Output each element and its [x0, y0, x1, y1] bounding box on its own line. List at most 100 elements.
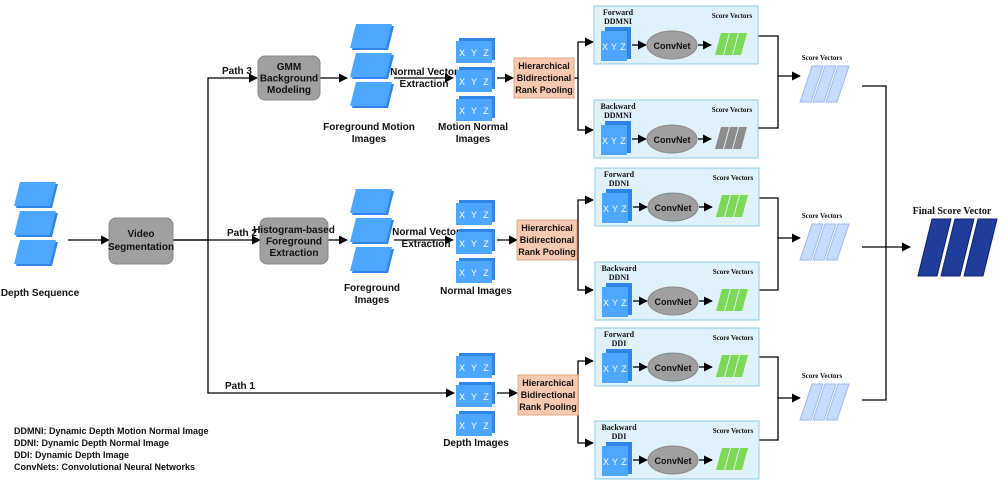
panel-title-line2: DDI: [612, 432, 627, 441]
score-stripe: [716, 289, 730, 311]
axis-z-label: Z: [621, 457, 627, 467]
tile: [350, 53, 392, 77]
tile: [14, 240, 56, 264]
score-stripe: [716, 448, 730, 470]
axis-y-label: Y: [612, 298, 618, 308]
frame-front: [456, 356, 492, 378]
depth-images-label: Depth Images: [443, 438, 509, 449]
score-stripe: [715, 127, 729, 149]
final-score-vector-label: Final Score Vector: [913, 206, 992, 217]
tile: [350, 189, 392, 213]
axis-z-label: Z: [620, 42, 626, 52]
frame-front: [602, 287, 628, 317]
foreground-images: [350, 189, 394, 273]
axis-y-label: Y: [471, 106, 477, 116]
pooling-label: Bidirectional: [517, 73, 572, 83]
score-stripe: [733, 127, 747, 149]
tile: [350, 218, 392, 242]
process-box: [108, 217, 174, 265]
normal-vector-extraction-label: Normal Vector: [392, 227, 460, 238]
pooling-label: Hierarchical: [522, 378, 574, 388]
motion-normal-label: Motion Normal: [438, 122, 508, 133]
score-vectors-label: Score Vectors: [712, 12, 753, 20]
score-vector: [716, 289, 748, 311]
axis-x-label: X: [459, 363, 465, 373]
pooling-label: Rank Pooling: [518, 247, 576, 257]
foreground-motion-label: Foreground Motion: [323, 122, 415, 133]
process-label: Background: [260, 74, 318, 85]
axis-x-label: X: [603, 204, 609, 214]
score-vector: [716, 448, 748, 470]
axis-z-label: Z: [483, 48, 489, 58]
convnet-label: ConvNet: [654, 203, 691, 213]
axis-y-label: Y: [471, 392, 477, 402]
convnet-node: [646, 124, 698, 154]
pooling-label: Hierarchical: [521, 223, 573, 233]
score-stripe: [825, 383, 850, 421]
score-stripe: [825, 65, 850, 103]
frame-front: [601, 125, 627, 155]
pooling-label: Hierarchical: [518, 61, 570, 71]
panel-title-line1: Backward: [600, 102, 636, 111]
score-stripe: [715, 33, 729, 55]
score-vectors-label: Score Vectors: [713, 427, 754, 435]
axis-z-label: Z: [621, 298, 627, 308]
axis-y-label: Y: [471, 421, 477, 431]
frame-front: [602, 193, 628, 223]
score-vectors-label: Score Vectors: [713, 268, 754, 276]
score-vector: [716, 195, 748, 217]
pooling-label: Bidirectional: [521, 390, 576, 400]
pooling-box: [513, 57, 575, 99]
final-score-vector: [917, 218, 998, 277]
score-stripe: [825, 223, 850, 261]
axis-y-label: Y: [612, 364, 618, 374]
axis-z-label: Z: [483, 77, 489, 87]
final-stripe: [917, 218, 952, 277]
axis-z-label: Z: [483, 392, 489, 402]
normal-vector-extraction-label: Extraction: [400, 79, 449, 90]
score-vectors-label: Score Vectors: [802, 372, 843, 380]
axis-y-label: Y: [471, 268, 477, 278]
tile: [350, 82, 392, 106]
normal-vector-extraction-label: Extraction: [402, 239, 451, 250]
axis-y-label: Y: [471, 210, 477, 220]
axis-z-label: Z: [621, 364, 627, 374]
arrow-path1: [207, 240, 455, 398]
pooling-label: Rank Pooling: [519, 402, 577, 412]
frame-front: [456, 232, 492, 254]
axis-y-label: Y: [611, 42, 617, 52]
pooling-box: [517, 374, 579, 416]
score-vector: [715, 127, 747, 149]
legend-item: ConvNets: Convolutional Neural Networks: [14, 462, 195, 472]
frame-front: [602, 353, 628, 383]
path1-label: Path 1: [225, 381, 255, 392]
connector-lines: [68, 35, 911, 448]
axis-x-label: X: [459, 239, 465, 249]
pooling-label: Bidirectional: [520, 235, 575, 245]
segmentation-label: Video: [127, 229, 154, 240]
final-stripe: [963, 218, 998, 277]
score-stripe: [734, 355, 748, 377]
merge-line: [758, 197, 779, 291]
process-label: GMM: [277, 62, 301, 73]
legend-item: DDNI: Dynamic Depth Normal Image: [14, 438, 169, 448]
axis-x-label: X: [459, 106, 465, 116]
arrow-path3: [172, 73, 258, 241]
score-stripe: [724, 127, 738, 149]
frame-front: [602, 446, 628, 476]
arrow-to-backward-panel: [577, 393, 594, 448]
axis-x-label: X: [459, 48, 465, 58]
axis-y-label: Y: [471, 239, 477, 249]
foreground-motion-images: [350, 24, 394, 108]
convnet-node: [647, 286, 699, 316]
path3-label: Path 3: [222, 66, 252, 77]
score-vectors-label: Score Vectors: [712, 106, 753, 114]
convnet-node: [647, 352, 699, 382]
